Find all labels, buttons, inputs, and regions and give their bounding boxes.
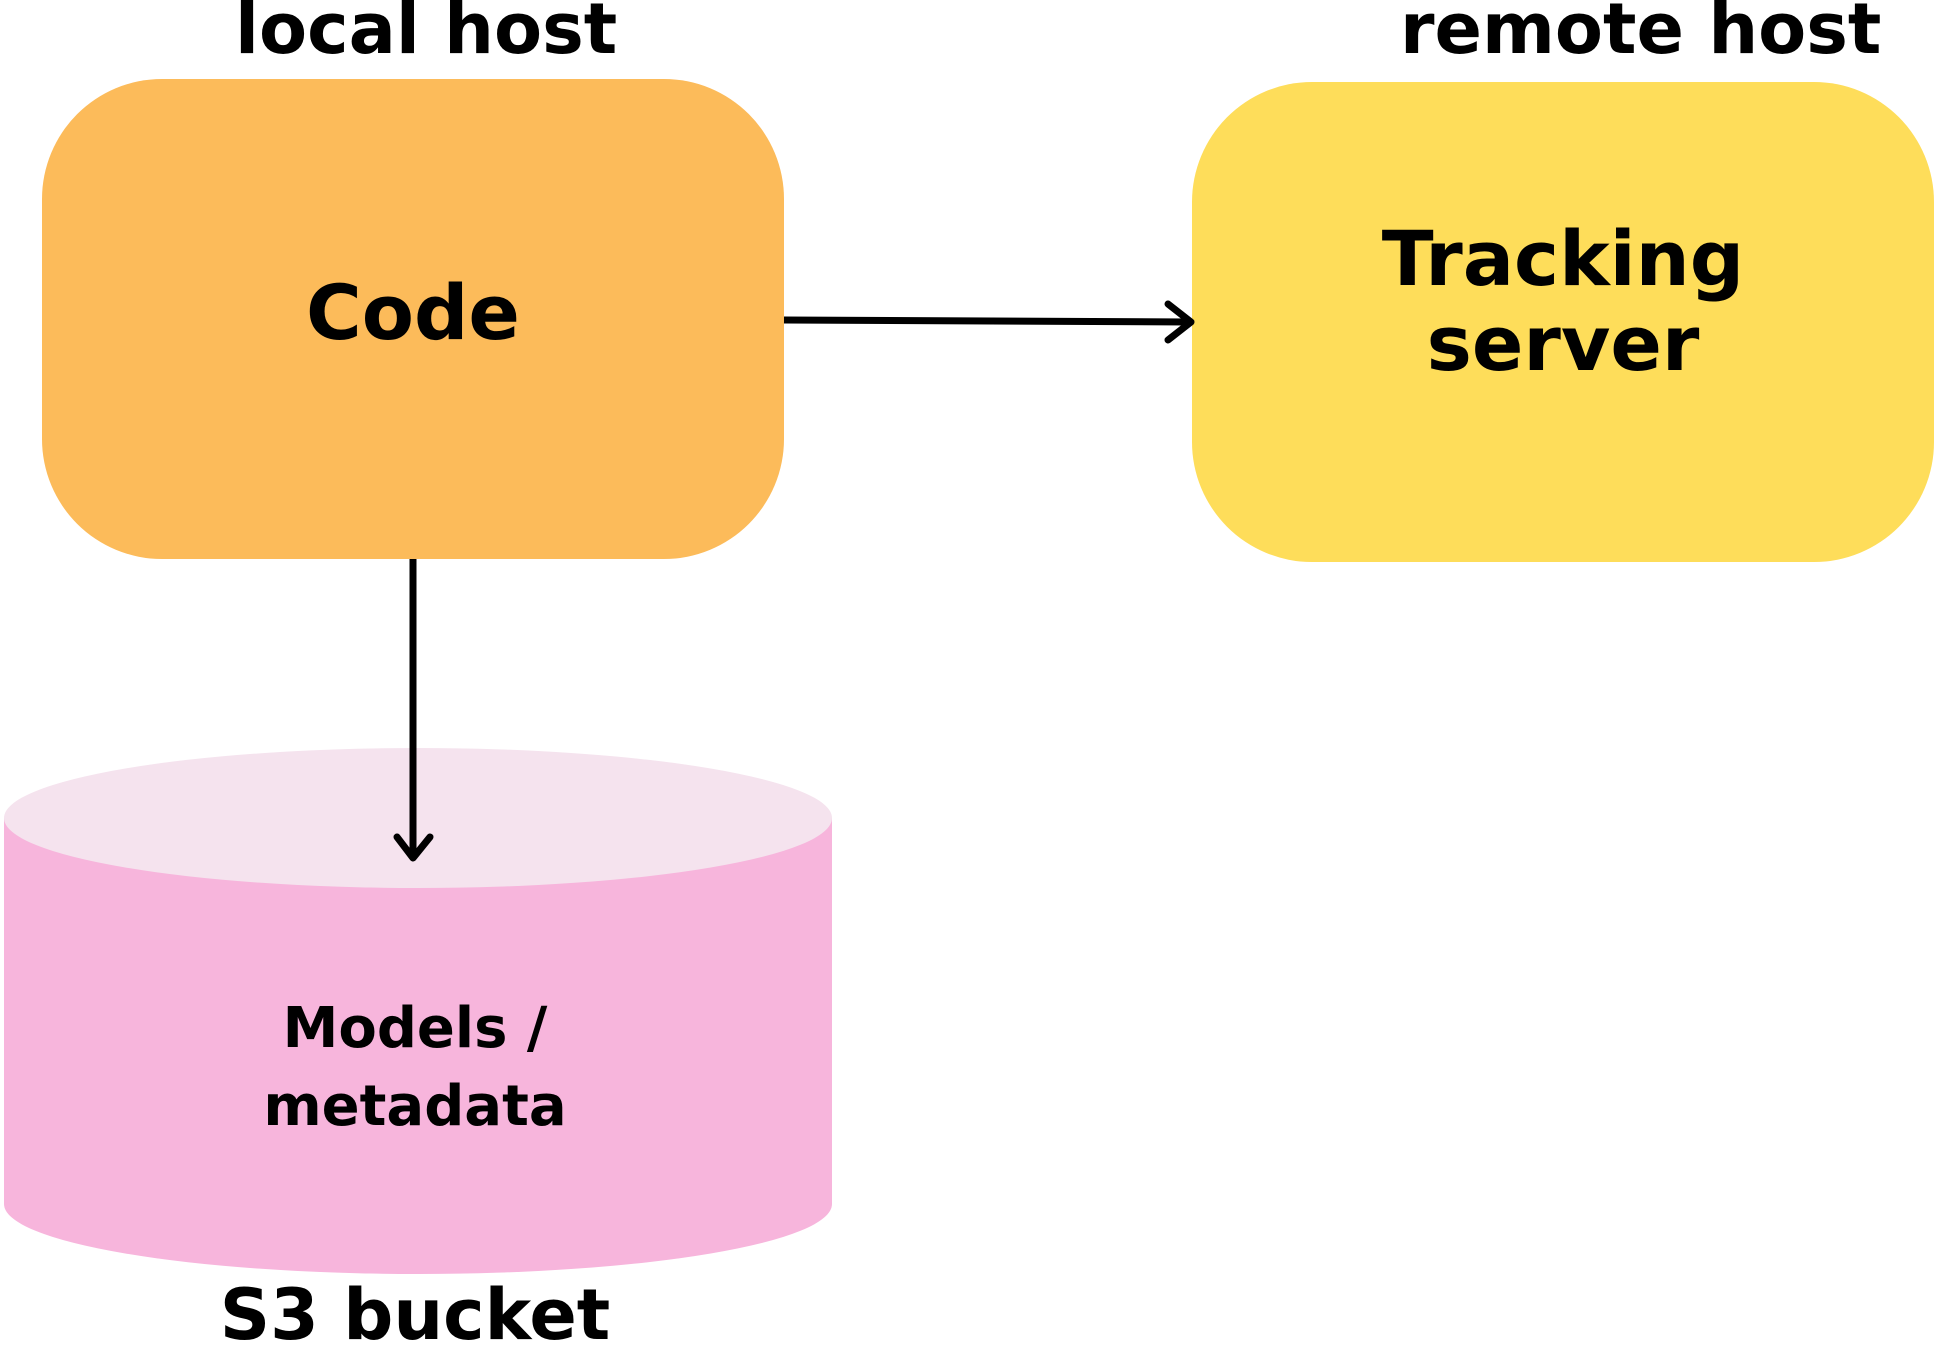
s3-bucket-label: S3 bucket <box>219 1274 611 1356</box>
arrowhead-icon <box>1164 300 1195 344</box>
code-node-label: Code <box>306 268 520 358</box>
storage-node-label: Models / metadata <box>263 996 567 1140</box>
arrowhead-icon <box>393 833 434 862</box>
edge-line <box>783 316 1191 326</box>
edge-code-to-storage <box>393 559 434 862</box>
storage-cylinder <box>4 748 832 1274</box>
storage-cylinder-top <box>4 748 832 888</box>
edge-code-to-tracking-server <box>783 300 1195 344</box>
tracking-server-node-label: Tracking server <box>1381 213 1745 388</box>
tracking-server-node: Tracking server <box>1192 82 1934 562</box>
code-node: Code <box>42 79 784 559</box>
remote-host-label: remote host <box>1400 0 1882 70</box>
local-host-label: local host <box>235 0 618 70</box>
